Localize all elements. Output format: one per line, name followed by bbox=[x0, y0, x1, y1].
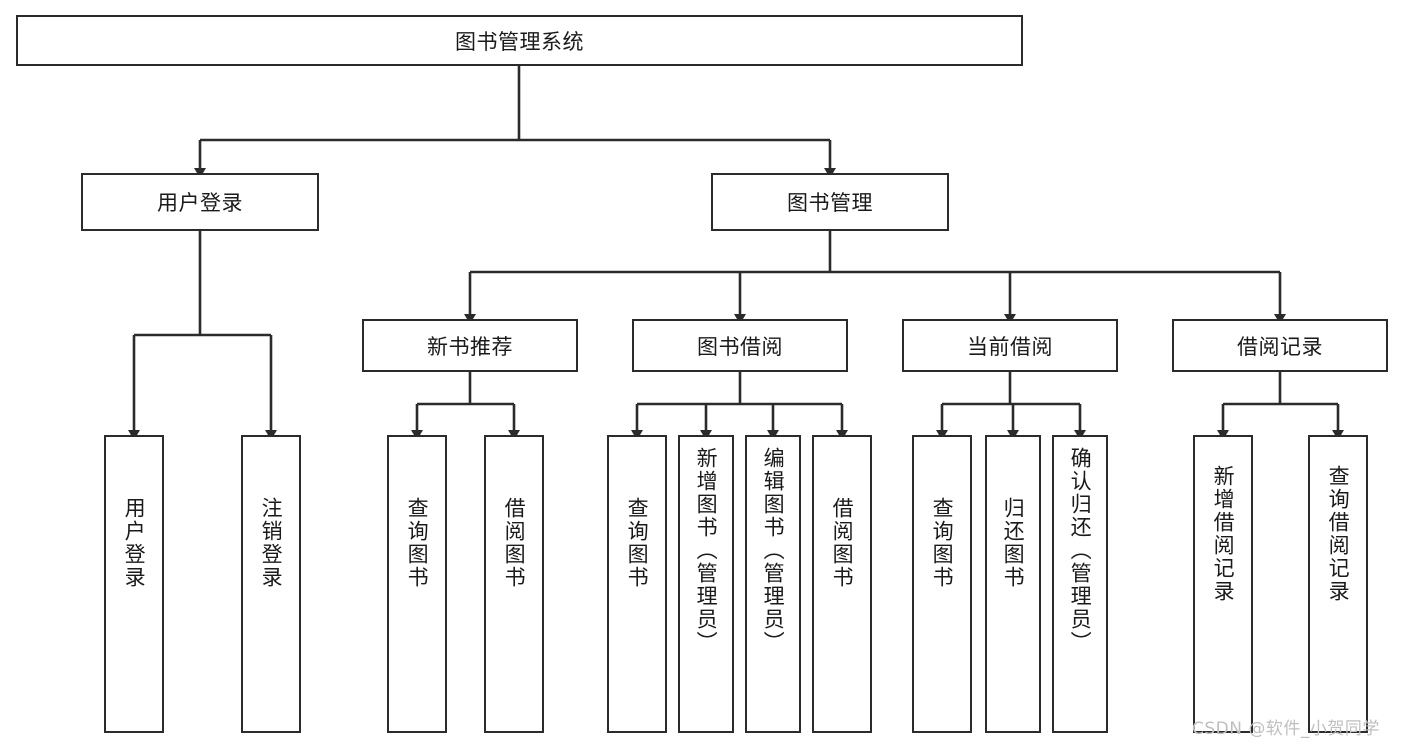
node-leaf-edit-book[interactable]: 编辑图书（管理员） bbox=[745, 435, 801, 733]
node-book-manage[interactable]: 图书管理 bbox=[711, 173, 949, 231]
node-leaf-query-book-2-label: 查询图书 bbox=[625, 497, 650, 589]
node-leaf-user-login-label: 用户登录 bbox=[122, 497, 147, 589]
node-leaf-add-book[interactable]: 新增图书（管理员） bbox=[678, 435, 734, 733]
node-book-borrow[interactable]: 图书借阅 bbox=[632, 319, 848, 372]
node-new-book-rec-label: 新书推荐 bbox=[427, 334, 513, 359]
node-leaf-user-logout-label: 注销登录 bbox=[259, 497, 284, 589]
node-leaf-user-login[interactable]: 用户登录 bbox=[104, 435, 164, 733]
node-leaf-query-book-3-label: 查询图书 bbox=[930, 497, 955, 589]
node-leaf-query-book-1[interactable]: 查询图书 bbox=[387, 435, 447, 733]
node-leaf-query-book-1-label: 查询图书 bbox=[405, 497, 430, 589]
node-leaf-query-record-label: 查询借阅记录 bbox=[1326, 465, 1351, 603]
node-leaf-query-record[interactable]: 查询借阅记录 bbox=[1308, 435, 1368, 733]
node-leaf-query-book-3[interactable]: 查询图书 bbox=[912, 435, 972, 733]
node-leaf-user-logout[interactable]: 注销登录 bbox=[241, 435, 301, 733]
node-new-book-rec[interactable]: 新书推荐 bbox=[362, 319, 578, 372]
node-book-manage-label: 图书管理 bbox=[787, 191, 873, 215]
node-leaf-confirm-return[interactable]: 确认归还（管理员） bbox=[1052, 435, 1108, 733]
node-borrow-record-label: 借阅记录 bbox=[1237, 334, 1323, 359]
node-leaf-add-book-label: 新增图书（管理员） bbox=[694, 447, 719, 654]
node-leaf-confirm-return-label: 确认归还（管理员） bbox=[1068, 447, 1093, 654]
node-book-borrow-label: 图书借阅 bbox=[697, 334, 783, 359]
node-user-login[interactable]: 用户登录 bbox=[81, 173, 319, 231]
node-leaf-add-record-label: 新增借阅记录 bbox=[1211, 465, 1236, 603]
node-leaf-return-book[interactable]: 归还图书 bbox=[985, 435, 1041, 733]
csdn-watermark: CSDN @软件_小贺同学 bbox=[1192, 719, 1380, 739]
node-leaf-query-book-2[interactable]: 查询图书 bbox=[607, 435, 667, 733]
node-leaf-borrow-book-2-label: 借阅图书 bbox=[830, 497, 855, 589]
node-leaf-add-record[interactable]: 新增借阅记录 bbox=[1193, 435, 1253, 733]
node-leaf-borrow-book-2[interactable]: 借阅图书 bbox=[812, 435, 872, 733]
node-borrow-record[interactable]: 借阅记录 bbox=[1172, 319, 1388, 372]
node-leaf-borrow-book-1-label: 借阅图书 bbox=[502, 497, 527, 589]
node-current-borrow[interactable]: 当前借阅 bbox=[902, 319, 1118, 372]
node-leaf-edit-book-label: 编辑图书（管理员） bbox=[761, 447, 786, 654]
node-current-borrow-label: 当前借阅 bbox=[967, 334, 1053, 359]
node-root-label: 图书管理系统 bbox=[455, 29, 584, 54]
node-leaf-return-book-label: 归还图书 bbox=[1001, 497, 1026, 589]
node-root[interactable]: 图书管理系统 bbox=[16, 15, 1023, 66]
node-leaf-borrow-book-1[interactable]: 借阅图书 bbox=[484, 435, 544, 733]
node-user-login-label: 用户登录 bbox=[157, 191, 243, 215]
